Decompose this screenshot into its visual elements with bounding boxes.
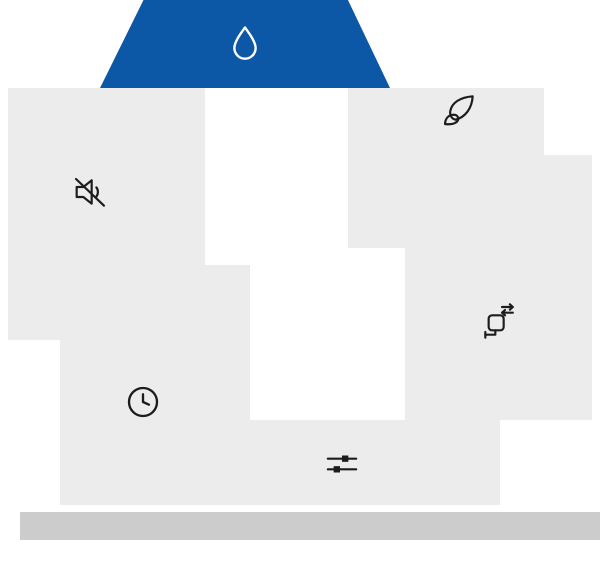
clock-icon <box>123 382 163 422</box>
eco-leaves-icon <box>438 91 478 131</box>
top-banner <box>100 0 390 88</box>
sliders-icon <box>322 444 362 484</box>
hose-connection-swap-icon <box>477 302 517 342</box>
volume-mute-icon <box>70 172 110 212</box>
tile-connection[interactable] <box>405 155 592 420</box>
horizontal-scrollbar[interactable] <box>20 512 600 540</box>
tile-settings[interactable] <box>205 420 500 505</box>
water-drop-icon <box>223 22 267 66</box>
